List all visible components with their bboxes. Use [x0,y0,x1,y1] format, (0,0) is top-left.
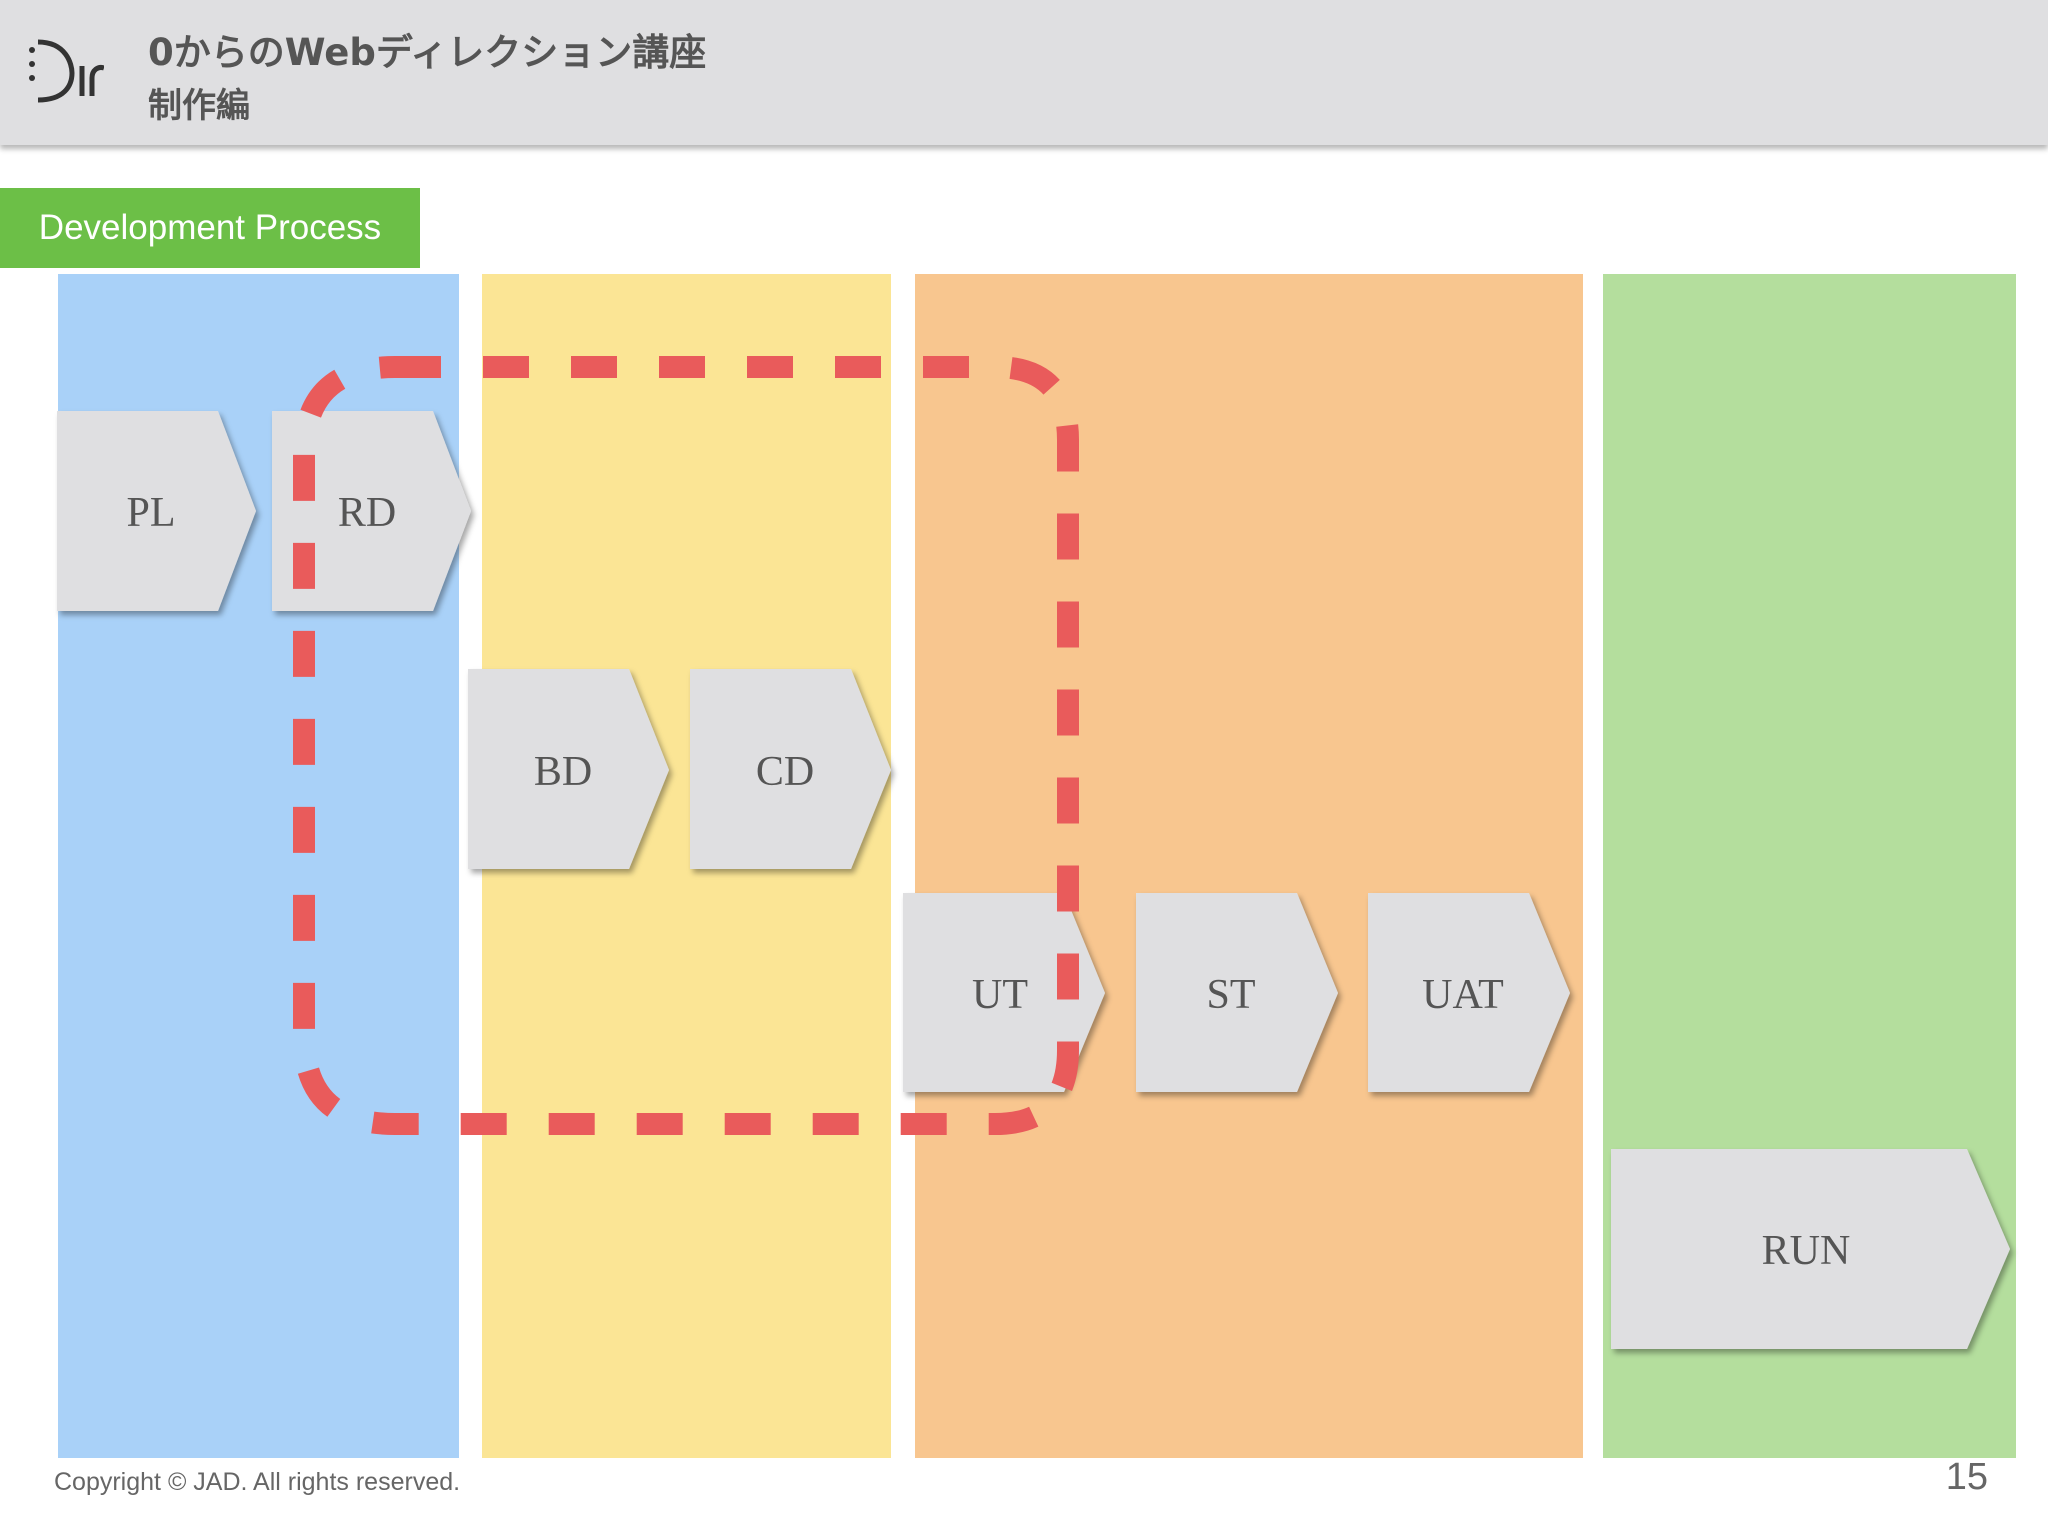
step-cd-label: CD [756,749,814,795]
step-st-label: ST [1206,972,1255,1018]
section-label: Development Process [0,188,420,268]
course-title: 0からのWebディレクション講座 [148,31,707,74]
step-st: ST [1136,893,1338,1092]
step-pl-label: PL [126,490,175,536]
step-bd: BD [468,669,669,869]
step-uat: UAT [1368,893,1570,1092]
step-uat-label: UAT [1422,972,1504,1018]
step-pl: PL [57,411,256,611]
step-run: RUN [1611,1149,2010,1349]
step-bd-label: BD [534,749,592,795]
step-rd: RD [272,411,471,611]
step-run-label: RUN [1762,1228,1851,1274]
dir-logo [29,39,104,103]
course-subtitle: 制作編 [148,86,250,126]
step-ut-label: UT [972,972,1028,1018]
footer-copyright: Copyright © JAD. All rights reserved. [54,1468,461,1496]
highlight-dashed-loop [293,356,1079,1135]
phase-column-testing [915,274,1583,1458]
step-ut: UT [903,893,1105,1092]
step-cd: CD [690,669,891,869]
page-number: 15 [1945,1456,1988,1498]
header-bar: 0からのWebディレクション講座 制作編 [0,0,2048,145]
step-rd-label: RD [338,490,396,536]
